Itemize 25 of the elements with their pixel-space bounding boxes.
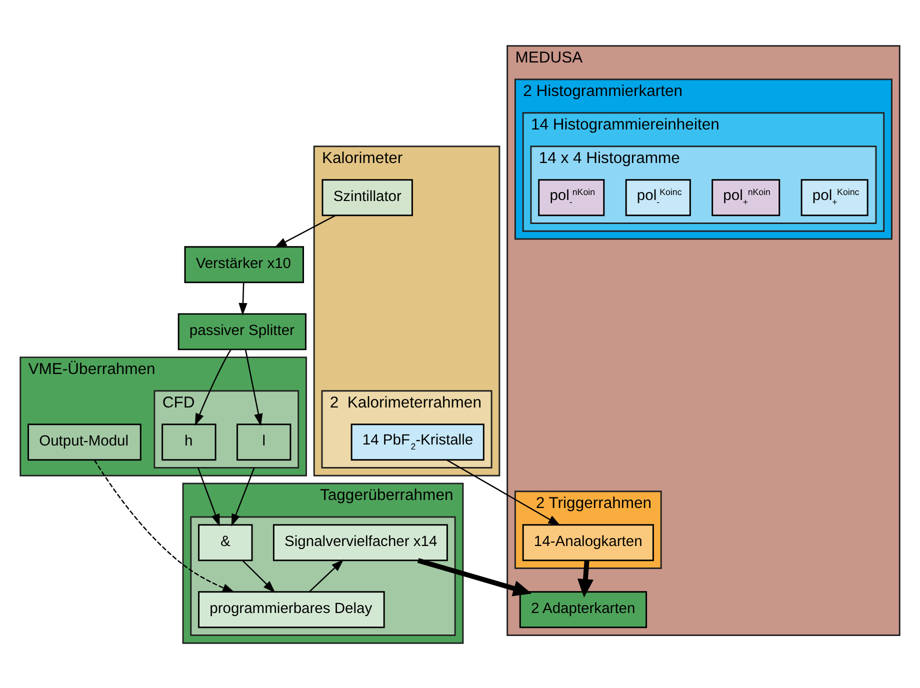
node-box: Szintillator <box>322 178 413 216</box>
arrow <box>94 459 235 592</box>
node-box: 2 Adapterkarten <box>519 590 648 628</box>
node-box: & <box>198 524 253 561</box>
arrow <box>244 349 263 426</box>
arrow <box>446 458 561 526</box>
arrow <box>231 466 255 526</box>
node-box: h <box>162 423 216 460</box>
arrow <box>238 282 248 315</box>
arrow <box>274 214 336 248</box>
node-box: passiver Splitter <box>178 312 306 350</box>
node-box: l <box>236 423 292 460</box>
arrow <box>309 558 344 592</box>
arrow <box>242 560 276 592</box>
node-box: Verstärker x10 <box>184 246 304 283</box>
node-box: 14-Analogkarten <box>522 524 654 561</box>
arrow <box>417 558 532 596</box>
arrow <box>197 467 220 526</box>
node-box: 14 PbF$_{2}$-Kristalle <box>350 423 484 460</box>
node-box: Output-Modul <box>28 423 142 460</box>
arrow <box>577 560 594 598</box>
arrow <box>194 348 232 426</box>
cluster <box>190 516 456 636</box>
node-box: programmierbares Delay <box>198 590 385 628</box>
node-box: Signalvervielfacher x14 <box>272 524 448 561</box>
